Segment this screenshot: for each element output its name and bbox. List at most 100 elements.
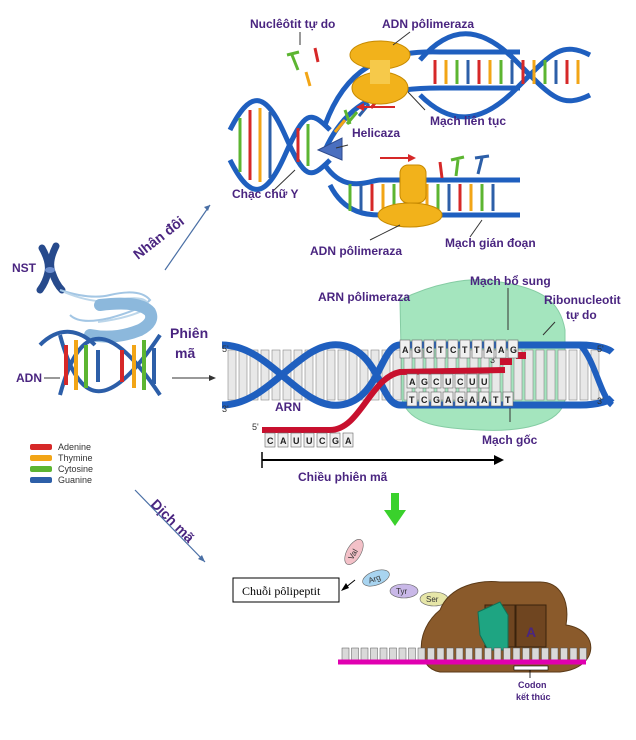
base-letter: G xyxy=(332,436,339,446)
base-tile xyxy=(442,373,454,389)
mrna-base xyxy=(398,647,407,661)
arn-label: ARN xyxy=(275,400,301,414)
replication-label: Nhân đôi xyxy=(130,213,187,262)
mrna-base xyxy=(569,647,578,661)
legend-swatch xyxy=(30,455,52,461)
mrna-base xyxy=(512,647,521,661)
base-letter: T xyxy=(462,345,468,355)
base-tile xyxy=(435,339,447,359)
base-letter: C xyxy=(319,436,326,446)
base-letter: U xyxy=(445,377,452,387)
base-letter: A xyxy=(486,345,493,355)
base-letter: T xyxy=(438,345,444,355)
dna-rung xyxy=(249,349,259,401)
lagging-strand-label: Mạch gián đoạn xyxy=(445,236,536,250)
base-tile xyxy=(418,373,430,389)
amino-acid-label: Ser xyxy=(426,595,439,604)
amino-acid xyxy=(389,583,419,599)
base-letter: C xyxy=(421,395,428,405)
legend-label: Thymine xyxy=(58,453,93,463)
dna-rung xyxy=(535,349,545,401)
amino-acid xyxy=(362,569,390,587)
replication-arrow xyxy=(164,204,211,271)
transcription-label-a: Phiên xyxy=(170,325,208,341)
legend-label: Cytosine xyxy=(58,464,93,474)
base-tile xyxy=(466,373,478,389)
base-tile xyxy=(495,339,507,359)
mrna-strand xyxy=(341,647,587,661)
amino-acid xyxy=(344,539,364,565)
base-tile xyxy=(502,391,514,407)
mrna-base xyxy=(541,647,549,661)
base-letter: C xyxy=(450,345,457,355)
a-site-label: A xyxy=(526,624,536,640)
chromosome-icon xyxy=(36,242,66,294)
end-5-right: 5' xyxy=(597,344,604,354)
base-letter: T xyxy=(505,395,511,405)
adn-label: ADN xyxy=(16,371,42,385)
base-letter: C xyxy=(267,436,274,446)
base-tile xyxy=(430,373,442,389)
end-3-left: 3' xyxy=(222,404,229,414)
legend-label: Adenine xyxy=(58,442,91,452)
free-nucleotides xyxy=(286,47,490,179)
ribonucleotide-label-a: Ribonucleotit xyxy=(544,293,621,307)
base-letter: A xyxy=(498,345,505,355)
base-tile xyxy=(478,391,490,407)
base-tile xyxy=(459,339,471,359)
base-letter: C xyxy=(457,377,464,387)
mrna-base xyxy=(579,647,587,661)
mrna-base xyxy=(465,647,473,661)
base-tile xyxy=(442,391,454,407)
base-letter: G xyxy=(421,377,428,387)
base-tile xyxy=(264,432,276,448)
base-letter: G xyxy=(510,345,517,355)
base-letter: G xyxy=(457,395,464,405)
replication-fork xyxy=(227,31,592,241)
polypeptide-label: Chuỗi pôlipeptit xyxy=(242,584,321,598)
codon-stop-label-a: Codon xyxy=(518,680,547,690)
dna-rung xyxy=(227,349,237,401)
codon-stop-label-b: kết thúc xyxy=(516,692,551,702)
dna-rung xyxy=(333,119,347,133)
fork-label: Chạc chữ Y xyxy=(232,187,299,201)
base-tile xyxy=(454,391,466,407)
mrna-base xyxy=(351,647,359,661)
nst-label: NST xyxy=(12,261,37,275)
mrna-base xyxy=(389,647,397,661)
template-strand-label: Mạch gốc xyxy=(482,433,538,447)
base-tile xyxy=(483,339,495,359)
base-letter: U xyxy=(293,436,300,446)
transcription-direction-label: Chiều phiên mã xyxy=(298,470,388,484)
mrna-base xyxy=(341,647,350,661)
ribonucleotide-label-b: tự do xyxy=(566,308,597,322)
mrna-base xyxy=(360,647,369,661)
mrna-base xyxy=(493,647,502,661)
base-letter: A xyxy=(409,377,416,387)
base-tile xyxy=(406,391,418,407)
base-tile xyxy=(466,391,478,407)
mrna-base xyxy=(550,647,559,661)
base-letter: U xyxy=(306,436,313,446)
mrna-base xyxy=(436,647,445,661)
base-tile xyxy=(316,432,328,448)
mrna-base xyxy=(484,647,492,661)
base-letter: A xyxy=(402,345,409,355)
base-letter: A xyxy=(345,436,352,446)
end-3-right: 3' xyxy=(597,396,604,406)
base-letter: T xyxy=(493,395,499,405)
base-tile xyxy=(490,391,502,407)
coding-strand-label: Mạch bổ sung xyxy=(470,274,551,288)
base-tile xyxy=(329,432,341,448)
base-tile xyxy=(406,373,418,389)
base-tile xyxy=(290,432,302,448)
green-down-arrow xyxy=(384,493,406,526)
dna-rung xyxy=(260,349,270,401)
mrna-base xyxy=(427,647,435,661)
base-letter: A xyxy=(280,436,287,446)
base-letter: G xyxy=(433,395,440,405)
amino-acid-label: Arg xyxy=(367,573,382,586)
